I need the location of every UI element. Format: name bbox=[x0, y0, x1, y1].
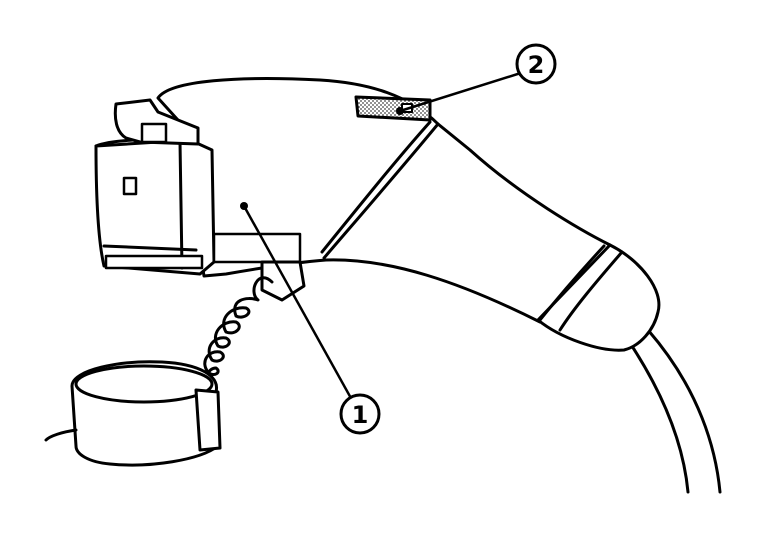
leader-line-1 bbox=[242, 205, 354, 401]
pointer-dot-1 bbox=[240, 202, 248, 210]
dust-cap bbox=[44, 360, 222, 467]
handle-grip-end bbox=[536, 243, 661, 352]
callout-1-label: 1 bbox=[352, 401, 369, 429]
leader-line-2 bbox=[399, 70, 525, 113]
callout-2-label: 2 bbox=[528, 51, 545, 79]
callout-2: 2 bbox=[515, 43, 557, 85]
plug-nose bbox=[94, 138, 216, 276]
callout-1: 1 bbox=[339, 393, 381, 435]
side-label-plate bbox=[212, 232, 302, 264]
coiled-tether bbox=[203, 276, 274, 386]
cable bbox=[626, 328, 722, 494]
latch-release-button-outline bbox=[354, 95, 432, 122]
pointer-dot-2 bbox=[396, 107, 404, 115]
latch-hook bbox=[113, 98, 200, 146]
